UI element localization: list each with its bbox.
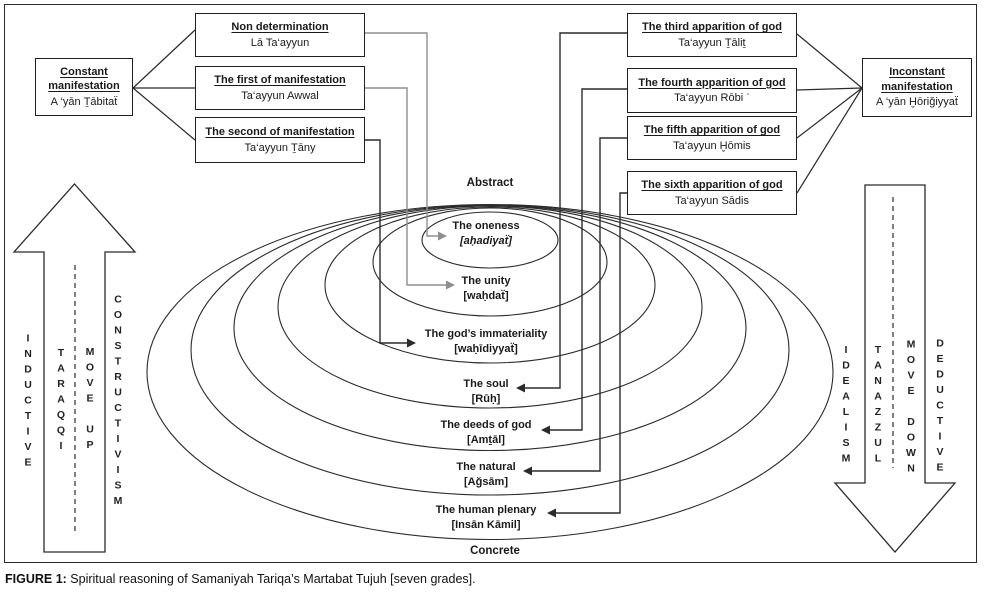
box-subtitle: Ta‘ayyun Awwal (241, 89, 319, 102)
grade-natural: The natural [Ağsām] (456, 460, 515, 490)
grade-translit: [aḥadiyaẗ] (460, 235, 512, 247)
move-down-label: MOVE DOWN (905, 338, 917, 478)
grade-soul: The soul [Rūḥ] (463, 377, 508, 407)
box-non-determination: Non determination Lā Ta‘ayyun (195, 13, 365, 57)
constructivism-label: CONSTRUCTIVISM (112, 293, 124, 511)
box-subtitle: Ta‘ayyun Ḫōmis (673, 139, 751, 152)
tanazzul-label: TANAZZUL (872, 344, 884, 468)
connector-non-determination (365, 32, 438, 237)
grade-translit: [waḥdaẗ] (463, 290, 509, 302)
box-subtitle: Ta‘ayyun Ṯāny (244, 141, 316, 154)
grade-translit: [Ağsām] (463, 476, 509, 488)
box-title: The fifth apparition of god (643, 124, 781, 136)
inductive-label: INDUCTIVE (22, 332, 34, 472)
grade-name: The deeds of god (440, 419, 532, 431)
idealism-label: IDEALISM (840, 344, 852, 468)
left-connectors (365, 32, 455, 348)
move-up-label: MOVE UP (84, 345, 96, 455)
box-subtitle: A ‘yān Ḫōriğiyyaẗ (876, 96, 958, 109)
grade-translit: [Rūḥ] (471, 393, 501, 405)
taraqqi-label: TARAQQI (55, 346, 67, 456)
grade-name: The oneness (452, 220, 520, 232)
grade-name: The natural (456, 461, 516, 473)
right-fan-lines (796, 33, 863, 194)
grade-deeds-of-god: The deeds of god [Amṯāl] (440, 418, 531, 448)
grade-name: The god’s immateriality (424, 328, 548, 340)
box-subtitle: Ta‘ayyun Ṯāliṯ (678, 36, 746, 49)
box-title: The sixth apparition of god (641, 179, 783, 191)
figure-caption-text: Spiritual reasoning of Samaniyah Tariqa’… (66, 572, 476, 586)
grade-human-plenary: The human plenary [Insān Kāmil] (436, 503, 537, 533)
box-title: The fourth apparition of god (638, 76, 786, 89)
right-connectors (516, 32, 627, 518)
box-first-manifestation: The first of manifestation Ta‘ayyun Awwa… (195, 66, 365, 110)
box-second-manifestation: The second of manifestation Ta‘ayyun Ṯān… (195, 117, 365, 163)
box-title: Non determination (231, 21, 329, 33)
connector-third-apparition (525, 32, 627, 389)
box-inconstant-manifestation: Inconstant manifestation A ‘yān Ḫōriğiyy… (862, 58, 972, 117)
box-fifth-apparition: The fifth apparition of god Ta‘ayyun Ḫōm… (627, 116, 797, 160)
grade-name: The soul (463, 378, 509, 390)
concrete-label: Concrete (470, 545, 520, 557)
grade-translit: [waḥīdiyyaẗ] (454, 343, 518, 355)
figure-border (4, 4, 977, 563)
grade-translit: [Amṯāl] (467, 434, 505, 446)
ellipse-human-plenary (146, 203, 834, 541)
box-subtitle: Ta‘ayyun Rōbi ʿ (674, 92, 750, 104)
grade-oneness: The oneness [aḥadiyaẗ] (452, 219, 519, 249)
connector-fifth-apparition (532, 137, 627, 472)
ellipse-oneness (421, 211, 559, 269)
ellipse-immateriality (324, 206, 656, 364)
box-constant-manifestation: Constant manifestation A ‘yān Ṯābitaẗ (35, 58, 133, 116)
move-up-arrow (12, 183, 137, 553)
grade-immateriality: The god’s immateriality [waḥīdiyyaẗ] (425, 327, 547, 357)
box-title: Inconstant manifestation (881, 66, 953, 93)
grade-name: The human plenary (435, 504, 537, 516)
box-title: The third apparition of god (642, 21, 782, 33)
grade-unity: The unity [waḥdaẗ] (462, 274, 511, 304)
left-fan-lines (132, 29, 196, 141)
box-sixth-apparition: The sixth apparition of god Ta‘ayyun Sād… (627, 171, 797, 215)
box-fourth-apparition: The fourth apparition of god Ta‘ayyun Rō… (627, 68, 797, 113)
figure-caption: FIGURE 1: Spiritual reasoning of Samaniy… (5, 572, 476, 586)
grade-name: The unity (461, 275, 511, 287)
box-title: The first of manifestation (214, 74, 346, 86)
connector-fourth-apparition (550, 88, 627, 431)
box-subtitle: Ta‘ayyun Sādis (675, 194, 749, 207)
deductive-label: DEDUCTIVE (934, 337, 946, 477)
connector-sixth-apparition (556, 192, 627, 514)
box-title: The second of manifestation (205, 126, 355, 138)
grade-ellipses (146, 203, 834, 541)
ellipse-unity (372, 207, 608, 317)
connector-second-manifestation (365, 139, 407, 344)
abstract-label: Abstract (466, 177, 514, 189)
box-subtitle: Lā Ta‘ayyun (250, 36, 310, 49)
grade-translit: [Insān Kāmil] (451, 519, 521, 531)
box-third-apparition: The third apparition of god Ta‘ayyun Ṯāl… (627, 13, 797, 57)
box-subtitle: A ‘yān Ṯābitaẗ (50, 95, 118, 108)
figure-caption-label: FIGURE 1: (5, 572, 67, 586)
box-title: Constant manifestation (48, 65, 120, 93)
connector-first-manifestation (365, 87, 446, 286)
move-down-arrow (833, 184, 957, 553)
